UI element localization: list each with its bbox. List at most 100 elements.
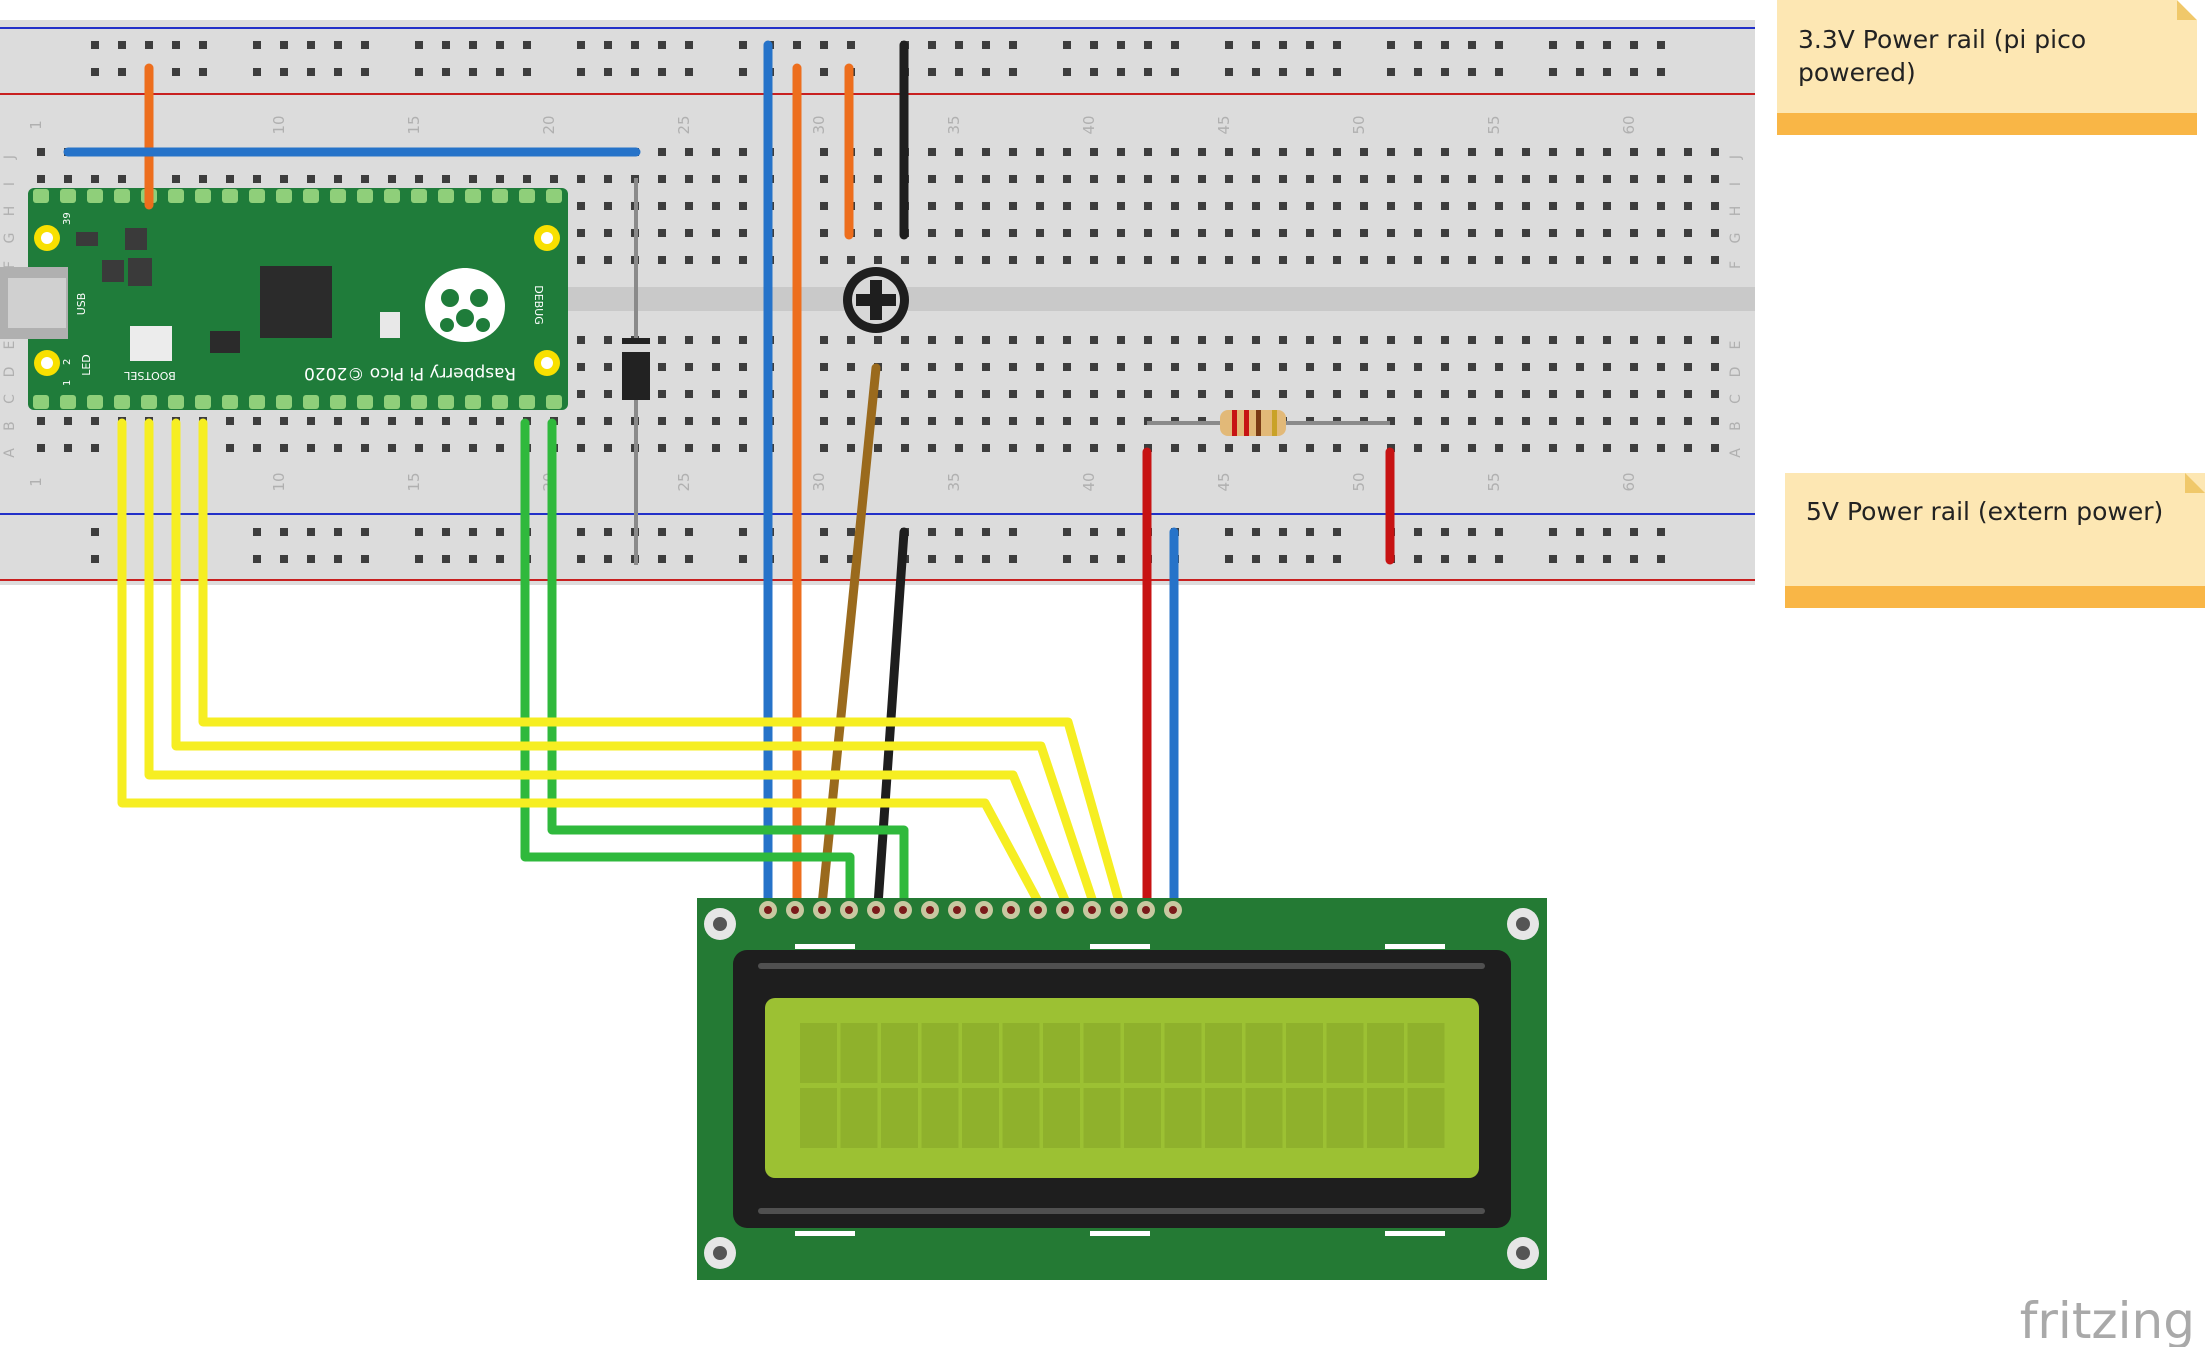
rail-hole	[982, 68, 990, 76]
breadboard-hole	[739, 229, 747, 237]
lcd-cell	[1124, 1088, 1161, 1148]
rail-hole	[496, 41, 504, 49]
note-5v-power-rail: 5V Power rail (extern power)	[1785, 473, 2205, 608]
pico-pin-pad	[222, 395, 238, 409]
lcd-header-pin-hole	[764, 906, 772, 914]
rail-hole	[469, 41, 477, 49]
breadboard-hole	[1414, 417, 1422, 425]
breadboard-hole	[1522, 229, 1530, 237]
rail-hole	[442, 41, 450, 49]
breadboard-hole	[1198, 336, 1206, 344]
breadboard-hole	[1036, 390, 1044, 398]
breadboard-hole	[820, 417, 828, 425]
rail-hole	[1468, 555, 1476, 563]
lcd-header-pin-hole	[953, 906, 961, 914]
lcd-cell	[921, 1088, 959, 1148]
rail-hole	[361, 528, 369, 536]
lcd-cell	[1002, 1088, 1040, 1148]
rail-hole	[1630, 555, 1638, 563]
breadboard-hole	[1657, 363, 1665, 371]
breadboard-hole	[1549, 202, 1557, 210]
breadboard-hole	[1684, 229, 1692, 237]
breadboard-hole	[1144, 229, 1152, 237]
breadboard-hole	[118, 175, 126, 183]
breadboard-hole	[1036, 202, 1044, 210]
breadboard-hole	[658, 417, 666, 425]
breadboard-hole	[1063, 336, 1071, 344]
raspberry-pi-pico: Raspberry Pi Pico ©2020 USB BOOTSEL LED …	[0, 188, 568, 410]
column-number: 30	[810, 472, 828, 491]
breadboard-hole	[1036, 444, 1044, 452]
breadboard-hole	[1657, 202, 1665, 210]
breadboard-hole	[1225, 175, 1233, 183]
breadboard-hole	[1009, 444, 1017, 452]
rail-hole	[469, 555, 477, 563]
breadboard-hole	[1684, 390, 1692, 398]
breadboard-hole	[1117, 256, 1125, 264]
breadboard-hole	[1360, 390, 1368, 398]
rail-hole	[1414, 68, 1422, 76]
breadboard-hole	[928, 256, 936, 264]
rail-hole	[199, 68, 207, 76]
rail-hole	[1576, 528, 1584, 536]
lcd-header-pin-hole	[980, 906, 988, 914]
rail-hole	[496, 68, 504, 76]
pico-pin-pad	[33, 395, 49, 409]
breadboard-hole	[1387, 148, 1395, 156]
rail-hole	[1171, 68, 1179, 76]
rail-hole	[1333, 68, 1341, 76]
breadboard-hole	[1603, 148, 1611, 156]
breadboard-hole	[1198, 363, 1206, 371]
breadboard-hole	[1684, 175, 1692, 183]
rail-hole	[1333, 555, 1341, 563]
breadboard-hole	[982, 417, 990, 425]
lcd-header-pin-hole	[791, 906, 799, 914]
rail-hole	[199, 41, 207, 49]
lcd-16x2-display	[697, 898, 1547, 1280]
rail-hole	[658, 528, 666, 536]
breadboard-hole	[928, 229, 936, 237]
breadboard-hole	[226, 417, 234, 425]
rail-hole	[847, 41, 855, 49]
breadboard-hole	[1117, 148, 1125, 156]
breadboard-hole	[1576, 229, 1584, 237]
breadboard-hole	[442, 417, 450, 425]
breadboard-hole	[37, 417, 45, 425]
breadboard-hole	[658, 148, 666, 156]
rail-hole	[1333, 528, 1341, 536]
breadboard-hole	[1657, 175, 1665, 183]
rail-hole	[793, 41, 801, 49]
column-number: 10	[270, 472, 288, 491]
breadboard-hole	[1657, 444, 1665, 452]
breadboard-hole	[1171, 256, 1179, 264]
rail-hole	[955, 528, 963, 536]
breadboard-hole	[1252, 256, 1260, 264]
rail-hole	[1576, 68, 1584, 76]
breadboard-hole	[955, 256, 963, 264]
breadboard-hole	[1522, 363, 1530, 371]
breadboard-hole	[604, 202, 612, 210]
rail-hole	[658, 68, 666, 76]
breadboard-hole	[1522, 336, 1530, 344]
rail-hole	[1549, 528, 1557, 536]
breadboard-hole	[1684, 148, 1692, 156]
breadboard-hole	[64, 417, 72, 425]
breadboard-hole	[1117, 336, 1125, 344]
breadboard-hole	[1333, 148, 1341, 156]
breadboard-hole	[982, 444, 990, 452]
breadboard-hole	[1468, 417, 1476, 425]
breadboard-hole	[1576, 175, 1584, 183]
rail-hole	[1117, 68, 1125, 76]
rail-hole	[307, 68, 315, 76]
breadboard-hole	[901, 256, 909, 264]
breadboard-hole	[1522, 256, 1530, 264]
breadboard-hole	[307, 444, 315, 452]
breadboard-hole	[1009, 175, 1017, 183]
rail-hole	[415, 528, 423, 536]
breadboard-hole	[469, 444, 477, 452]
rail-hole	[631, 68, 639, 76]
row-letter: J	[1728, 155, 1744, 160]
breadboard-hole	[1009, 202, 1017, 210]
pin2-label: 2	[62, 359, 73, 365]
breadboard-hole	[577, 229, 585, 237]
